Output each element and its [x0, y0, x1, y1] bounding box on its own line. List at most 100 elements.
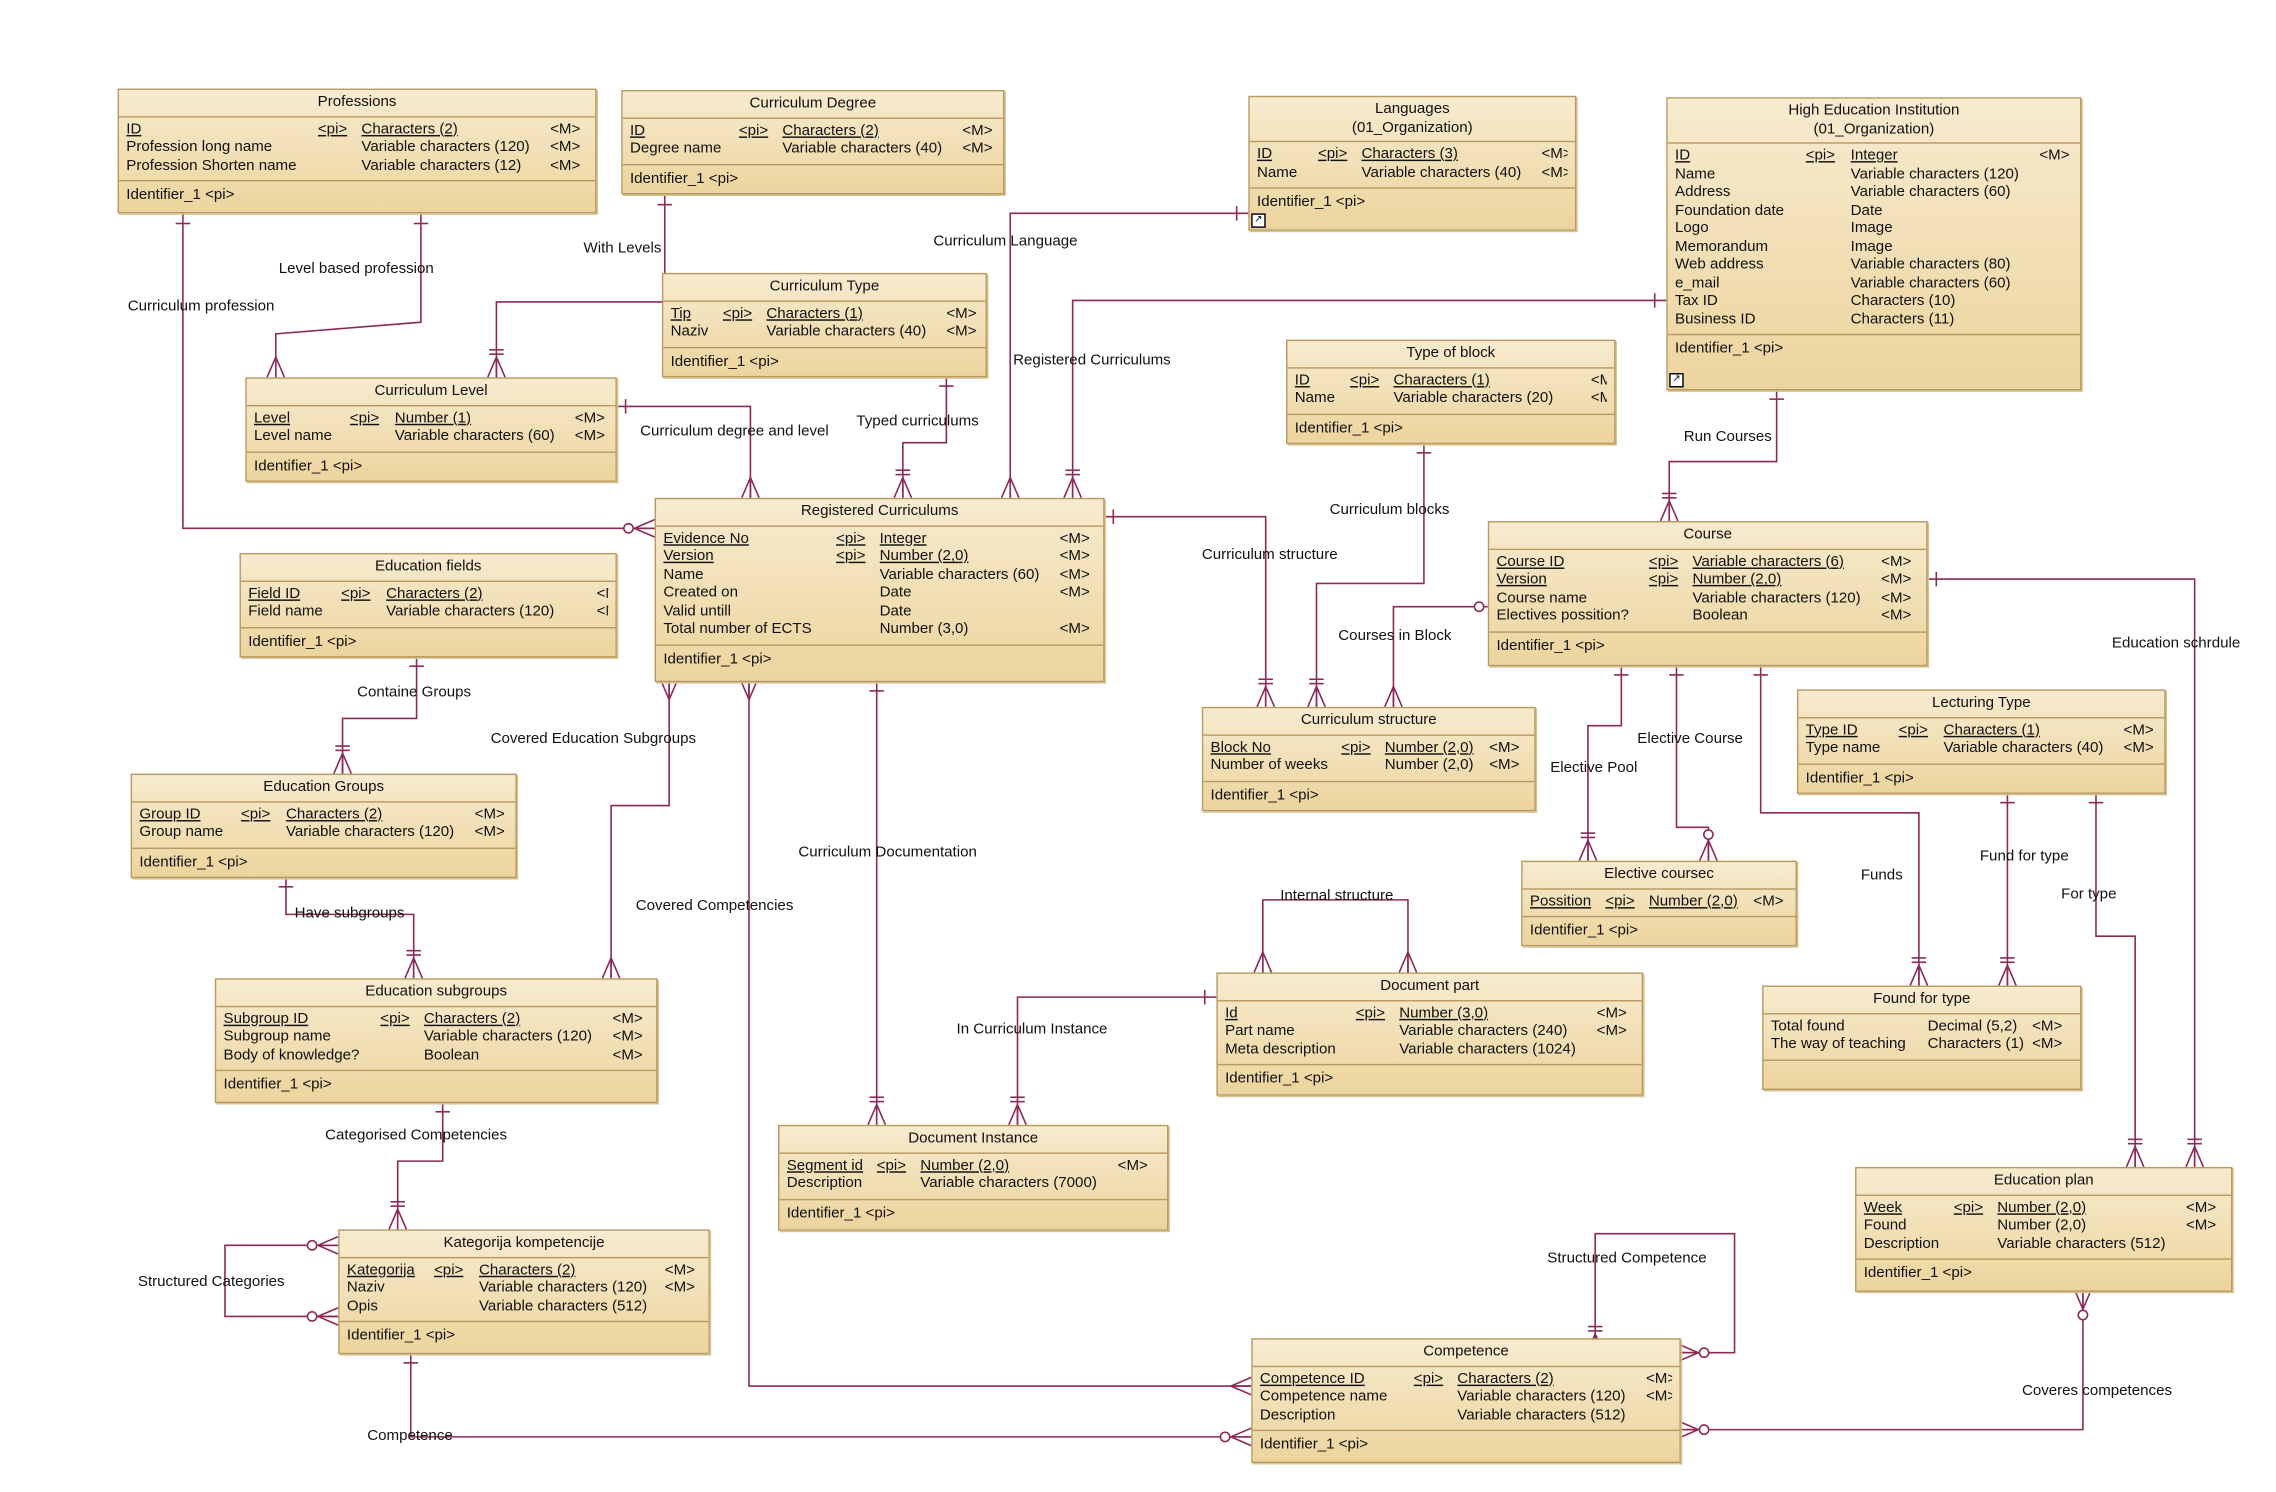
entity-title: High Education Institution(01_Organizati… — [1667, 99, 2080, 144]
entity-identifier: Identifier_1 <pi> — [1529, 923, 1639, 940]
attribute-mandatory: <M> — [1881, 589, 1912, 606]
attribute-type: Boolean — [1692, 608, 1748, 625]
relationship-have-subgroups[interactable] — [278, 875, 424, 979]
relationship-for-type[interactable] — [2088, 791, 2145, 1168]
entity-identifier: Identifier_1 <pi> — [1675, 341, 1784, 358]
attribute-list: Possition<pi>Number (2,0)<M> — [1522, 889, 1796, 918]
relationship-containe-groups[interactable] — [333, 654, 424, 774]
attribute-type: Variable characters (40) — [766, 323, 927, 340]
entity-package: (01_Organization) — [1351, 119, 1473, 136]
entity-name: Document Instance — [908, 1130, 1039, 1147]
attribute-key: <pi> — [341, 585, 371, 602]
attribute-type: Date — [1850, 202, 1883, 219]
relationship-structured-categories[interactable] — [224, 1235, 339, 1326]
relationship-internal-structure[interactable] — [1253, 899, 1418, 973]
relationship-label: Curriculum structure — [1201, 547, 1338, 564]
relationship-with-levels[interactable] — [486, 193, 673, 378]
entity-high-education-institution[interactable]: High Education Institution(01_Organizati… — [1666, 97, 2082, 391]
attribute-type: Boolean — [423, 1047, 480, 1064]
relationship-typed-curriculums[interactable] — [893, 374, 954, 499]
relationship-coveres-competences[interactable] — [1677, 1288, 2093, 1440]
relationship-fund-for-type[interactable] — [1997, 791, 2017, 986]
attribute-mandatory: <M> — [1596, 1023, 1627, 1040]
attribute-name: Degree name — [629, 140, 722, 157]
entity-title: Lecturing Type — [1798, 691, 2165, 718]
relationship-in-curriculum-instance[interactable] — [1008, 989, 1217, 1126]
attribute-name: Block No — [1210, 739, 1271, 756]
relationship-courses-in-block[interactable] — [1383, 601, 1488, 708]
attribute-mandatory: <M> — [946, 323, 977, 340]
relationship-run-courses[interactable] — [1659, 387, 1784, 522]
entity-languages[interactable]: Languages(01_Organization)ID<pi>Characte… — [1248, 95, 1577, 231]
attribute-mandatory — [2039, 275, 2072, 293]
relationship-covered-competencies[interactable] — [739, 678, 1252, 1396]
attribute-name: ID — [126, 121, 142, 138]
relationship-covered-education-subgroups[interactable] — [601, 678, 679, 979]
attribute-key — [341, 604, 386, 622]
relationship-elective-pool[interactable] — [1578, 663, 1629, 861]
entity-identifier — [1764, 1060, 2080, 1075]
relationship-label: Elective Pool — [1550, 760, 1638, 777]
relationship-curriculum-language[interactable] — [1000, 206, 1249, 499]
attribute-key — [1350, 390, 1394, 408]
attribute-key — [1806, 221, 1851, 239]
relationship-registered-curriculums[interactable] — [1063, 293, 1667, 499]
relationship-label: Curriculum Language — [933, 233, 1078, 250]
attribute-name: Profession long name — [126, 139, 273, 156]
attribute-mandatory: <M> — [1059, 621, 1090, 638]
attribute-mandatory: <M> — [1753, 893, 1784, 910]
relationship-level-based-profession[interactable] — [266, 211, 429, 378]
attribute-type: Number (2,0) — [920, 1157, 1010, 1174]
relationship-competence[interactable] — [403, 1351, 1252, 1447]
shortcut-icon: ↗ — [1669, 373, 1684, 388]
attribute-name: Course ID — [1496, 553, 1565, 570]
entity-name: Document part — [1380, 978, 1480, 995]
relationship-categorised-competencies[interactable] — [388, 1100, 450, 1230]
relationship-curriculum-degree-and-level[interactable] — [613, 399, 760, 499]
relationship-curriculum-structure[interactable] — [1101, 509, 1276, 708]
relationship-curriculum-blocks[interactable] — [1307, 441, 1432, 708]
relationship-label: Coveres competences — [2021, 1383, 2173, 1400]
attribute-name: ID — [1294, 372, 1310, 389]
relationship-curriculum-profession[interactable] — [175, 211, 655, 538]
attribute-mandatory — [2039, 202, 2072, 220]
relationship-curriculum-documentation[interactable] — [867, 679, 887, 1126]
attribute-key — [1806, 275, 1851, 293]
attribute-name: Version — [663, 548, 714, 565]
relationship-education-schrdule[interactable] — [1924, 571, 2205, 1168]
relationship-elective-course[interactable] — [1669, 663, 1718, 861]
entity-name: Curriculum structure — [1300, 712, 1437, 729]
attribute-name: Evidence No — [663, 530, 749, 547]
attribute-type: Variable characters (120) — [1457, 1388, 1626, 1405]
attribute-mandatory — [2039, 166, 2072, 184]
relationship-funds[interactable] — [1753, 663, 1929, 986]
